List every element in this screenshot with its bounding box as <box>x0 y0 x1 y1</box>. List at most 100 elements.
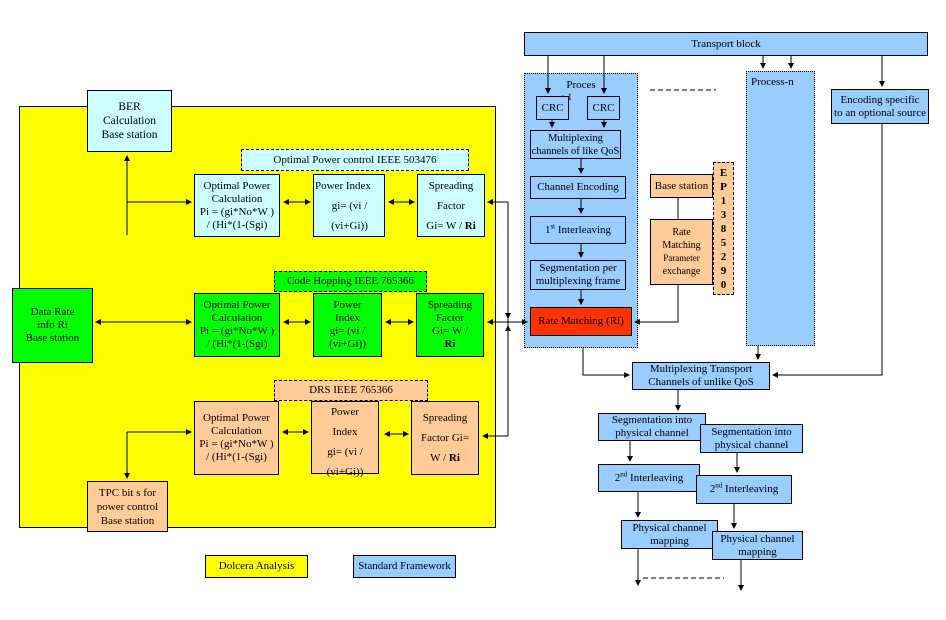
legend-standard-framework: Standard Framework <box>353 555 456 578</box>
seg-phys-2-l2: physical channel <box>714 438 789 451</box>
g2-calc-l2: Calculation <box>211 312 263 324</box>
g3-spread-l1: Spreading <box>422 412 468 424</box>
g3-index-l3: gi= (vi / <box>327 446 363 458</box>
group-label-drs: DRS IEEE 765366 <box>274 380 428 401</box>
group2-label-text: Code Hopping IEEE 765366 <box>287 275 414 287</box>
g3-index-l1: Power <box>330 406 360 418</box>
segmentation-physical-2[interactable]: Segmentation into physical channel <box>700 424 803 453</box>
encoding-specific-box[interactable]: Encoding specific to an optional source <box>831 89 929 124</box>
g3-optimal-power-calc[interactable]: Optimal Power Calculation Pi = (gi*No*W … <box>194 401 279 475</box>
g3-spread-l2: Factor Gi= <box>420 432 470 444</box>
int1-post: Interleaving <box>555 223 612 236</box>
crc-box-2[interactable]: CRC <box>587 96 620 120</box>
channel-encoding[interactable]: Channel Encoding <box>530 176 626 199</box>
g1-spread-l3: Gi= W / <box>426 219 465 232</box>
g3-power-index[interactable]: Power Index gi= (vi / (vi+Gi)) <box>311 401 379 478</box>
g3-spread-l3: W / <box>430 452 449 464</box>
g3-calc-l1: Optimal Power <box>203 412 270 424</box>
g2-index-l4: (vi+Gi)) <box>329 338 366 350</box>
rate-matching-parameter-exchange[interactable]: Rate Matching Parameter exchange <box>650 219 713 285</box>
int2b-pre: 2 <box>709 483 716 495</box>
physical-channel-mapping-2[interactable]: Physical channel mapping <box>712 531 803 560</box>
patent-char: E <box>719 166 728 179</box>
tpc-l2: power control <box>96 500 159 513</box>
seg-phys-2-l1: Segmentation into <box>711 425 792 438</box>
int2a-post: Interleaving <box>627 471 684 484</box>
group3-label-text: DRS IEEE 765366 <box>309 384 393 396</box>
int2b-sup: nd <box>715 481 723 490</box>
ber-line-1: BER <box>118 101 141 113</box>
rmp-l2: Matching <box>662 240 701 251</box>
transport-block-text: Transport block <box>691 37 761 50</box>
g1-spread-ri: Ri <box>464 219 476 232</box>
base-station-box[interactable]: Base station <box>650 174 713 198</box>
transport-block[interactable]: Transport block <box>524 32 928 56</box>
channel-encoding-text: Channel Encoding <box>537 181 619 193</box>
process-n-container: Process-n <box>746 71 815 346</box>
patent-char: 3 <box>720 208 727 221</box>
legend-dolcera-analysis: Dolcera Analysis <box>205 555 308 578</box>
second-interleaving-2[interactable]: 2nd Interleaving <box>696 475 792 504</box>
multiplexing-like-qos[interactable]: Multiplexing channels of like QoS <box>530 130 621 159</box>
physical-channel-mapping-1[interactable]: Physical channel mapping <box>621 520 718 549</box>
g3-calc-l2: Calculation <box>211 425 262 437</box>
patent-char: 1 <box>720 194 727 207</box>
patent-char: 5 <box>720 236 727 249</box>
g1-spread-l2: Factor <box>436 199 466 212</box>
g1-optimal-power-calc[interactable]: Optimal Power Calculation Pi = (gi*No*W … <box>194 174 280 237</box>
g1-calc-l2: Calculation <box>211 192 263 205</box>
g1-calc-l3: Pi = (gi*No*W ) <box>199 205 275 218</box>
patent-char: 0 <box>720 278 727 291</box>
crc-box-1[interactable]: CRC <box>536 96 569 120</box>
g2-power-index[interactable]: Power Index gi= (vi / (vi+Gi)) <box>313 293 382 357</box>
ber-line-2: Calculation <box>102 115 156 127</box>
legend-dolcera-text: Dolcera Analysis <box>218 560 295 572</box>
group-label-code-hopping: Code Hopping IEEE 765366 <box>274 271 427 292</box>
patent-char: 9 <box>720 264 727 277</box>
dr-l1: Data Rate <box>30 306 75 318</box>
tpc-l1: TPC bit s for <box>98 486 157 499</box>
tpc-bits-box[interactable]: TPC bit s for power control Base station <box>87 481 168 532</box>
g1-spreading-factor[interactable]: Spreading Factor Gi= W / Ri <box>417 174 485 237</box>
first-interleaving[interactable]: 1st Interleaving <box>530 216 626 244</box>
g1-calc-l1: Optimal Power <box>203 179 271 192</box>
crc-2-text: CRC <box>592 101 615 114</box>
g1-calc-l4: / (Hi*(1-(Sgi) <box>206 218 268 231</box>
rmp-l4: exchange <box>662 266 701 277</box>
rmp-l1: Rate <box>672 227 691 238</box>
g2-spread-l2: Factor <box>435 312 465 324</box>
g2-index-l1: Power <box>333 299 362 311</box>
mux-like-l1: Multiplexing <box>548 132 603 144</box>
g2-spread-l1: Spreading <box>427 299 473 311</box>
g2-optimal-power-calc[interactable]: Optimal Power Calculation Pi = (gi*No*W … <box>194 293 280 357</box>
segmentation-per-frame[interactable]: Segmentation per multiplexing frame <box>530 260 626 290</box>
mux-unlike-l1: Multiplexing Transport <box>649 363 753 375</box>
int2a-sup: nd <box>620 469 628 478</box>
g3-calc-l3: Pi = (gi*No*W ) <box>199 438 274 450</box>
process-1-label: Proces <box>566 79 596 91</box>
ber-line-3: Base station <box>101 129 158 141</box>
group1-label-text: Optimal Power control IEEE 503476 <box>273 153 437 166</box>
ber-calculation-box[interactable]: BER Calculation Base station <box>87 90 172 152</box>
rmp-l3: Parameter <box>663 253 700 263</box>
legend-standard-text: Standard Framework <box>358 560 451 572</box>
data-rate-info-box[interactable]: Data Rate info Ri Base station <box>12 288 93 363</box>
mux-like-l2: channels of like QoS <box>531 145 620 157</box>
rate-matching-ri[interactable]: Rate Matching (Ri) <box>530 307 632 336</box>
conn-rmp-rm <box>634 285 679 325</box>
multiplexing-transport-unlike-qos[interactable]: Multiplexing Transport Channels of unlik… <box>632 362 770 390</box>
second-interleaving-1[interactable]: 2nd Interleaving <box>598 464 700 492</box>
base-station-text: Base station <box>654 179 709 192</box>
g1-index-l2: gi= (vi / <box>331 199 368 212</box>
patent-char: 2 <box>720 250 727 263</box>
seg-frame-l1: Segmentation per <box>539 262 617 274</box>
g1-power-index[interactable]: Power Index gi= (vi / (vi+Gi)) <box>313 174 385 237</box>
g2-spreading-factor[interactable]: Spreading Factor Gi= W / Ri <box>416 293 484 357</box>
g3-spread-ri: Ri <box>448 452 460 464</box>
crc-1-text: CRC <box>541 101 564 114</box>
segmentation-physical-1[interactable]: Segmentation into physical channel <box>598 413 706 441</box>
phys-map-2-l1: Physical channel <box>720 532 795 545</box>
seg-phys-1-l2: physical channel <box>615 427 689 439</box>
g3-spreading-factor[interactable]: Spreading Factor Gi= W / Ri <box>411 401 479 475</box>
